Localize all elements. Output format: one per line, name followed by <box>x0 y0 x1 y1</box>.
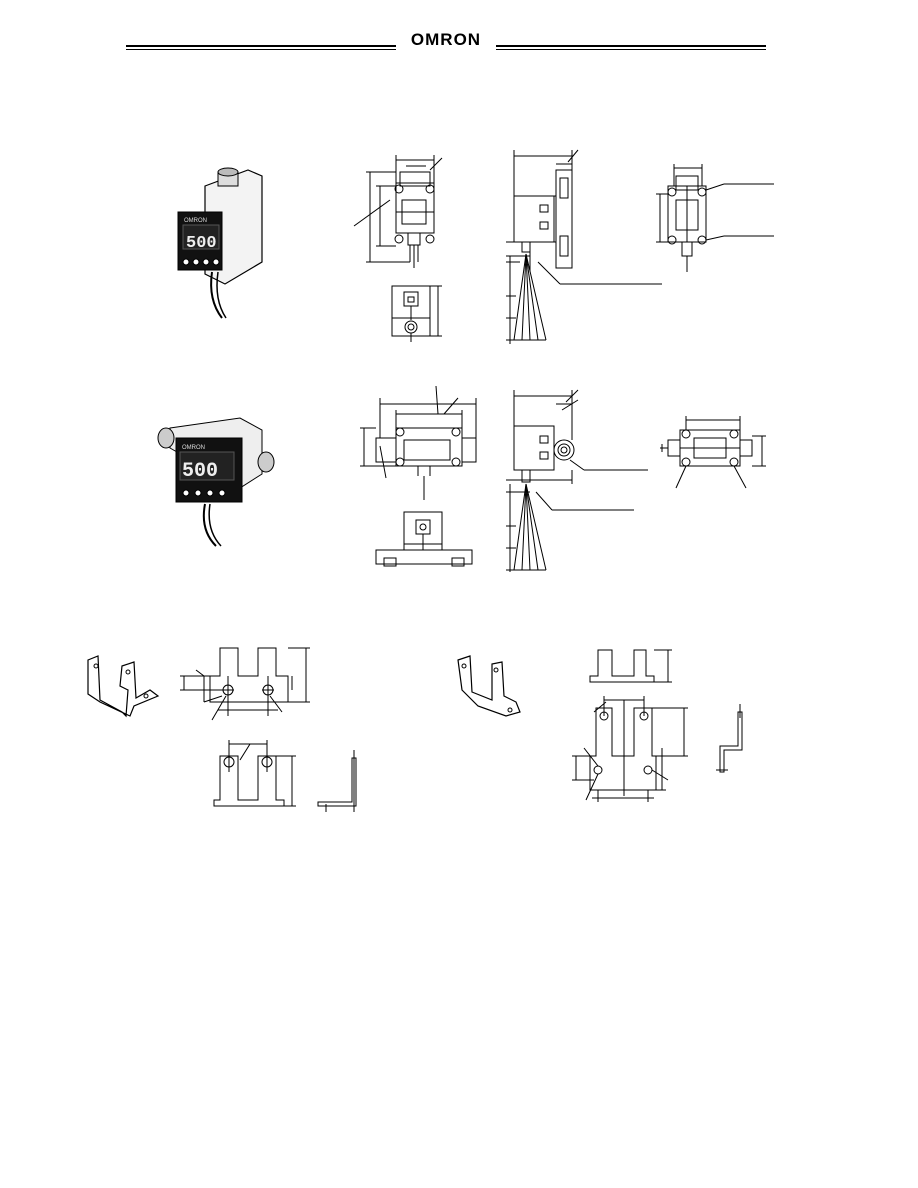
sensor-2-brand: OMRON <box>182 445 205 451</box>
side-view-1 <box>506 149 662 344</box>
header-rule-left-thin <box>126 49 396 50</box>
bracket-a-top-view <box>180 647 310 721</box>
sensor-1-brand: OMRON <box>184 218 207 224</box>
rear-view-1 <box>656 164 774 272</box>
sensor-2-reading: 500 <box>182 460 218 483</box>
bracket-b-front-view <box>572 696 688 802</box>
header-rule-right-thin <box>496 49 766 50</box>
side-view-2 <box>506 389 648 572</box>
sensor-photo-1: 500 OMRON <box>177 167 263 319</box>
bottom-view-2 <box>375 511 473 567</box>
bracket-a-front-view <box>213 740 296 807</box>
brand-logo: OMRON <box>410 30 482 49</box>
header-rule-left <box>126 45 396 47</box>
header-rule-right <box>496 45 766 47</box>
bracket-b-top-view <box>589 649 672 683</box>
bracket-b-side-view <box>716 704 743 773</box>
front-view-2 <box>360 385 477 500</box>
bottom-view-1 <box>391 285 442 342</box>
sensor-photo-2: 500 OMRON <box>157 417 275 547</box>
sensor-1-reading: 500 <box>186 234 217 253</box>
front-view-1 <box>353 155 443 268</box>
rear-view-2 <box>660 416 766 489</box>
bracket-b-isometric <box>457 655 521 717</box>
bracket-a-isometric <box>87 655 160 718</box>
bracket-a-side-view <box>317 750 357 812</box>
